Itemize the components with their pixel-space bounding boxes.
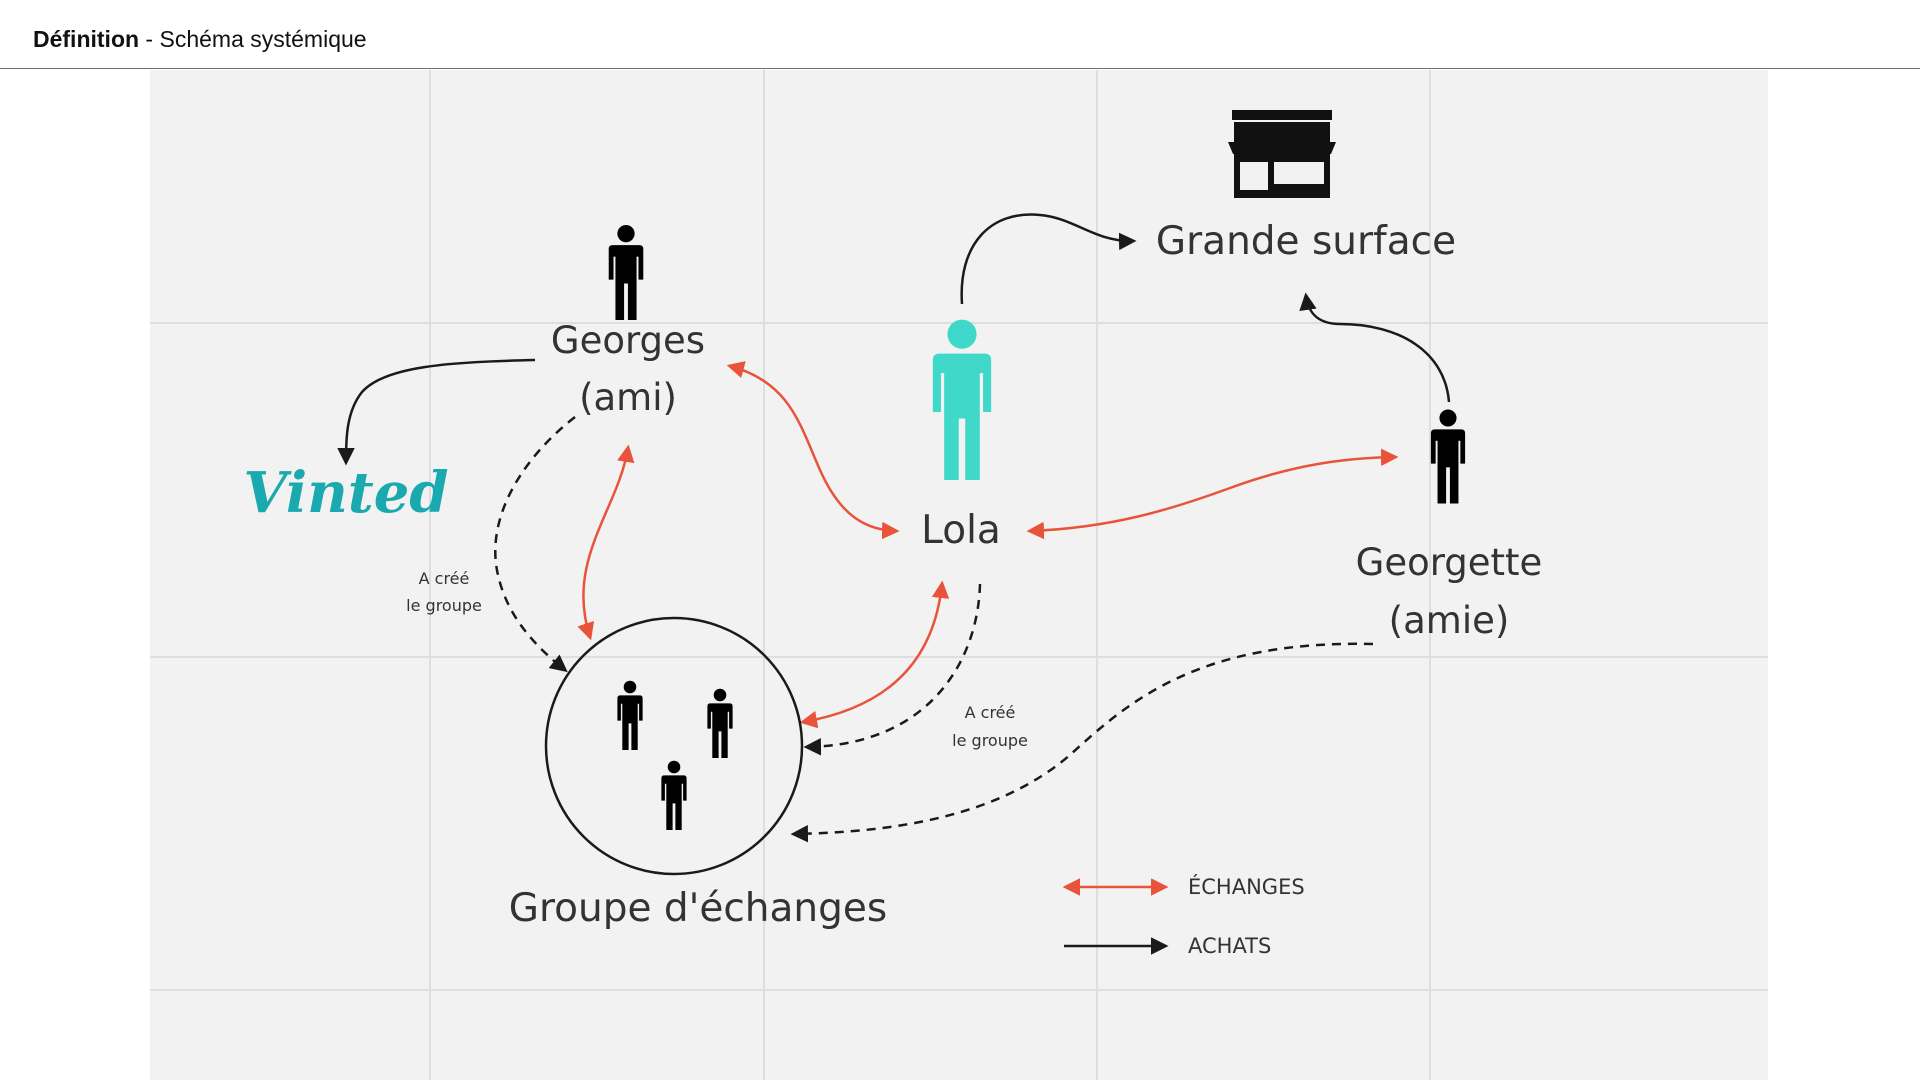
node-lola: Lola xyxy=(921,508,1001,553)
legend: ÉCHANGES ACHATS xyxy=(1062,874,1305,958)
exchange-georges-lola xyxy=(726,361,900,540)
annotation-created-1-line1: A créé xyxy=(419,569,470,588)
person-icon xyxy=(661,760,687,830)
annotation-created-1-line2: le groupe xyxy=(406,596,482,615)
person-icon xyxy=(1430,409,1466,504)
node-grande-surface: Grande surface xyxy=(1156,219,1456,264)
page-header: Définition - Schéma systémique xyxy=(0,0,1920,69)
annotation-created-2-line2: le groupe xyxy=(952,731,1028,750)
person-icon xyxy=(707,688,733,758)
exchange-georges-groupe xyxy=(577,444,635,641)
store-icon xyxy=(1228,110,1336,198)
person-icon xyxy=(932,319,992,480)
arrow-georges-vinted xyxy=(337,358,536,466)
exchange-lola-georgette xyxy=(1026,448,1399,540)
dashed-georgette-groupe xyxy=(790,642,1374,843)
diagram-canvas xyxy=(150,70,1768,1080)
dashed-lola-groupe xyxy=(803,583,982,756)
exchange-lola-groupe xyxy=(799,580,950,729)
vinted-logo: Vinted xyxy=(243,460,448,526)
dashed-georges-groupe xyxy=(494,416,576,673)
legend-exchanges-label: ÉCHANGES xyxy=(1188,874,1305,899)
page-title: Définition - Schéma systémique xyxy=(33,26,367,53)
arrow-georgette-grande-surface xyxy=(1299,292,1451,403)
node-georgette-name: Georgette xyxy=(1356,541,1543,584)
groupe-circle xyxy=(544,616,804,876)
person-icon xyxy=(608,224,644,320)
page-title-bold: Définition xyxy=(33,26,140,52)
page-title-rest: - Schéma systémique xyxy=(139,26,367,52)
node-georges-role: (ami) xyxy=(579,376,677,419)
legend-purchases-label: ACHATS xyxy=(1188,934,1271,958)
node-georgette-role: (amie) xyxy=(1389,599,1510,642)
person-icon xyxy=(617,680,643,750)
node-georges-name: Georges xyxy=(551,319,705,362)
arrow-lola-grande-surface xyxy=(960,213,1137,305)
annotation-created-2-line1: A créé xyxy=(965,703,1016,722)
node-groupe: Groupe d'échanges xyxy=(509,886,887,931)
